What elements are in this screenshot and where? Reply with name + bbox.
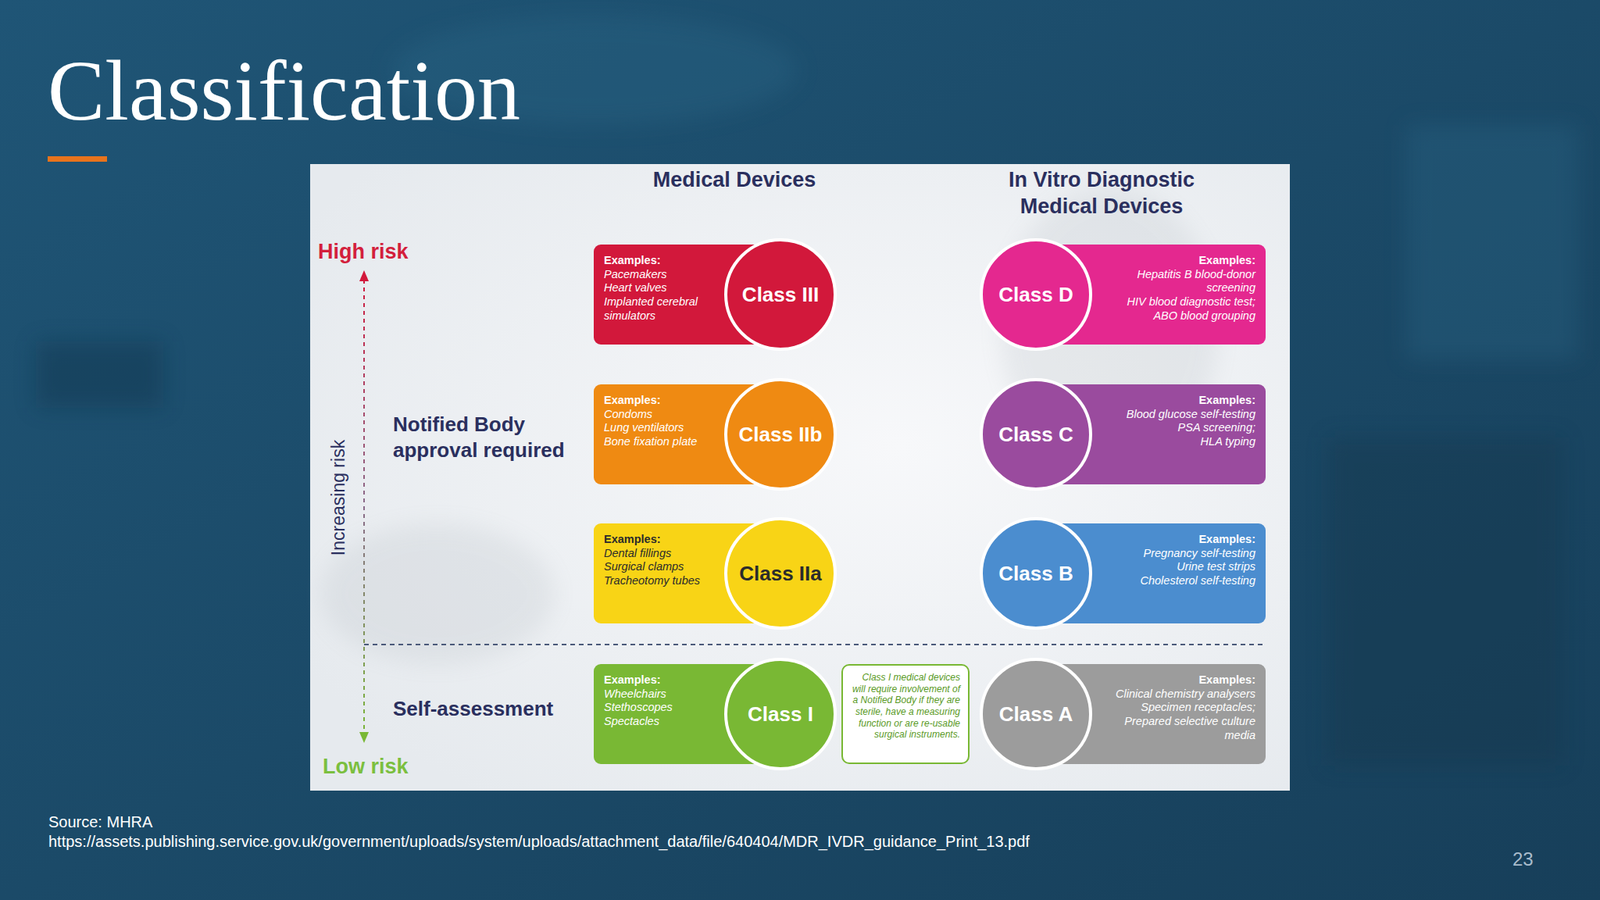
example-item: Tracheotomy tubes: [603, 574, 720, 589]
example-item: Condoms: [603, 407, 720, 422]
photo-shape: [320, 523, 555, 665]
label-box: Self-assessment: [392, 697, 554, 722]
class-circle: Class C: [979, 378, 1093, 491]
page-number: 23: [1512, 848, 1534, 871]
risk-axis: [363, 279, 365, 734]
risk-label: High risk: [317, 239, 409, 265]
example-item: Prepared selective culture media: [1096, 714, 1256, 743]
title-underline: [47, 156, 108, 162]
label-box: Medical Devices: [625, 167, 844, 193]
note-text: Class I medical devices will require inv…: [850, 671, 961, 741]
class-circle: Class D: [979, 238, 1093, 351]
example-item: Dental fillings: [603, 546, 720, 561]
example-item: Hepatitis B blood-donor screening: [1096, 267, 1256, 296]
column-heading: In Vitro Diagnostic Medical Devices: [988, 167, 1215, 221]
examples-heading: Examples:: [603, 393, 720, 408]
label-box: Low risk: [322, 754, 409, 779]
label-box: Notified Body approval required: [392, 411, 585, 465]
example-item: Stethoscopes: [603, 700, 720, 715]
example-item: Wheelchairs: [603, 687, 720, 702]
example-item: Urine test strips: [1096, 560, 1256, 575]
example-item: Lung ventilators: [603, 421, 720, 436]
examples-heading: Examples:: [1096, 253, 1256, 268]
class-circle: Class IIb: [724, 378, 837, 491]
example-item: Cholesterol self-testing: [1096, 574, 1256, 589]
threshold-line: [364, 643, 1265, 646]
example-item: HLA typing: [1096, 435, 1256, 450]
photo-shape: [1328, 437, 1563, 766]
source-note: Source: MHRA: [48, 813, 153, 832]
class-circle: Class A: [979, 657, 1093, 771]
class-name: Class IIa: [739, 562, 822, 586]
label-box: Source: MHRA: [48, 813, 153, 832]
arrow-head: [359, 732, 369, 743]
label-box: In Vitro Diagnostic Medical Devices: [988, 167, 1215, 221]
example-item: Pregnancy self-testing: [1096, 546, 1256, 561]
class-circle: Class I: [724, 657, 837, 771]
example-item: Spectacles: [603, 714, 720, 729]
class-name: Class IIb: [739, 423, 823, 447]
example-item: PSA screening;: [1096, 421, 1256, 436]
example-item: Pacemakers: [603, 267, 720, 283]
class-circle: Class III: [724, 238, 837, 351]
axis-label: Increasing risk: [328, 419, 349, 576]
example-item: Surgical clamps: [603, 560, 720, 575]
label-box: 23: [1512, 848, 1534, 871]
note-box: Class I medical devices will require inv…: [841, 664, 970, 765]
class-name: Class I: [747, 703, 814, 726]
band-label: Self-assessment: [392, 697, 554, 722]
class-name: Class III: [742, 283, 819, 307]
class-name: Class C: [998, 423, 1073, 447]
column-heading: Medical Devices: [625, 167, 844, 193]
label-box: High risk: [317, 239, 409, 265]
arrow-head: [359, 270, 369, 282]
class-circle: Class IIa: [724, 517, 837, 630]
slide-title: Classification: [47, 47, 521, 134]
examples-heading: Examples:: [603, 532, 720, 547]
class-circle: Class B: [979, 517, 1093, 630]
example-item: HIV blood diagnostic test;: [1096, 295, 1256, 310]
examples-heading: Examples:: [1096, 673, 1256, 688]
source-url: https://assets.publishing.service.gov.uk…: [48, 832, 1030, 851]
examples-heading: Examples:: [1096, 532, 1256, 547]
class-name: Class B: [998, 562, 1073, 586]
class-name: Class D: [998, 283, 1073, 307]
example-item: Specimen receptacles;: [1096, 700, 1256, 715]
example-item: Clinical chemistry analysers: [1096, 687, 1256, 702]
class-name: Class A: [999, 703, 1073, 726]
band-label: Notified Body approval required: [392, 411, 585, 465]
photo-shape: [35, 341, 164, 408]
photo-shape: [1406, 125, 1579, 360]
examples-heading: Examples:: [603, 673, 720, 688]
risk-label: Low risk: [322, 754, 409, 779]
examples-heading: Examples:: [1096, 393, 1256, 408]
example-item: Bone fixation plate: [603, 435, 720, 450]
examples-heading: Examples:: [603, 253, 720, 268]
label-box: Increasing risk: [328, 419, 352, 576]
label-box: https://assets.publishing.service.gov.uk…: [48, 832, 1030, 851]
chart-panel: [310, 164, 1290, 791]
example-item: Implanted cerebral simulators: [603, 295, 720, 323]
example-item: Heart valves: [603, 281, 720, 296]
example-item: Blood glucose self-testing: [1096, 407, 1256, 422]
example-item: ABO blood grouping: [1096, 309, 1256, 324]
